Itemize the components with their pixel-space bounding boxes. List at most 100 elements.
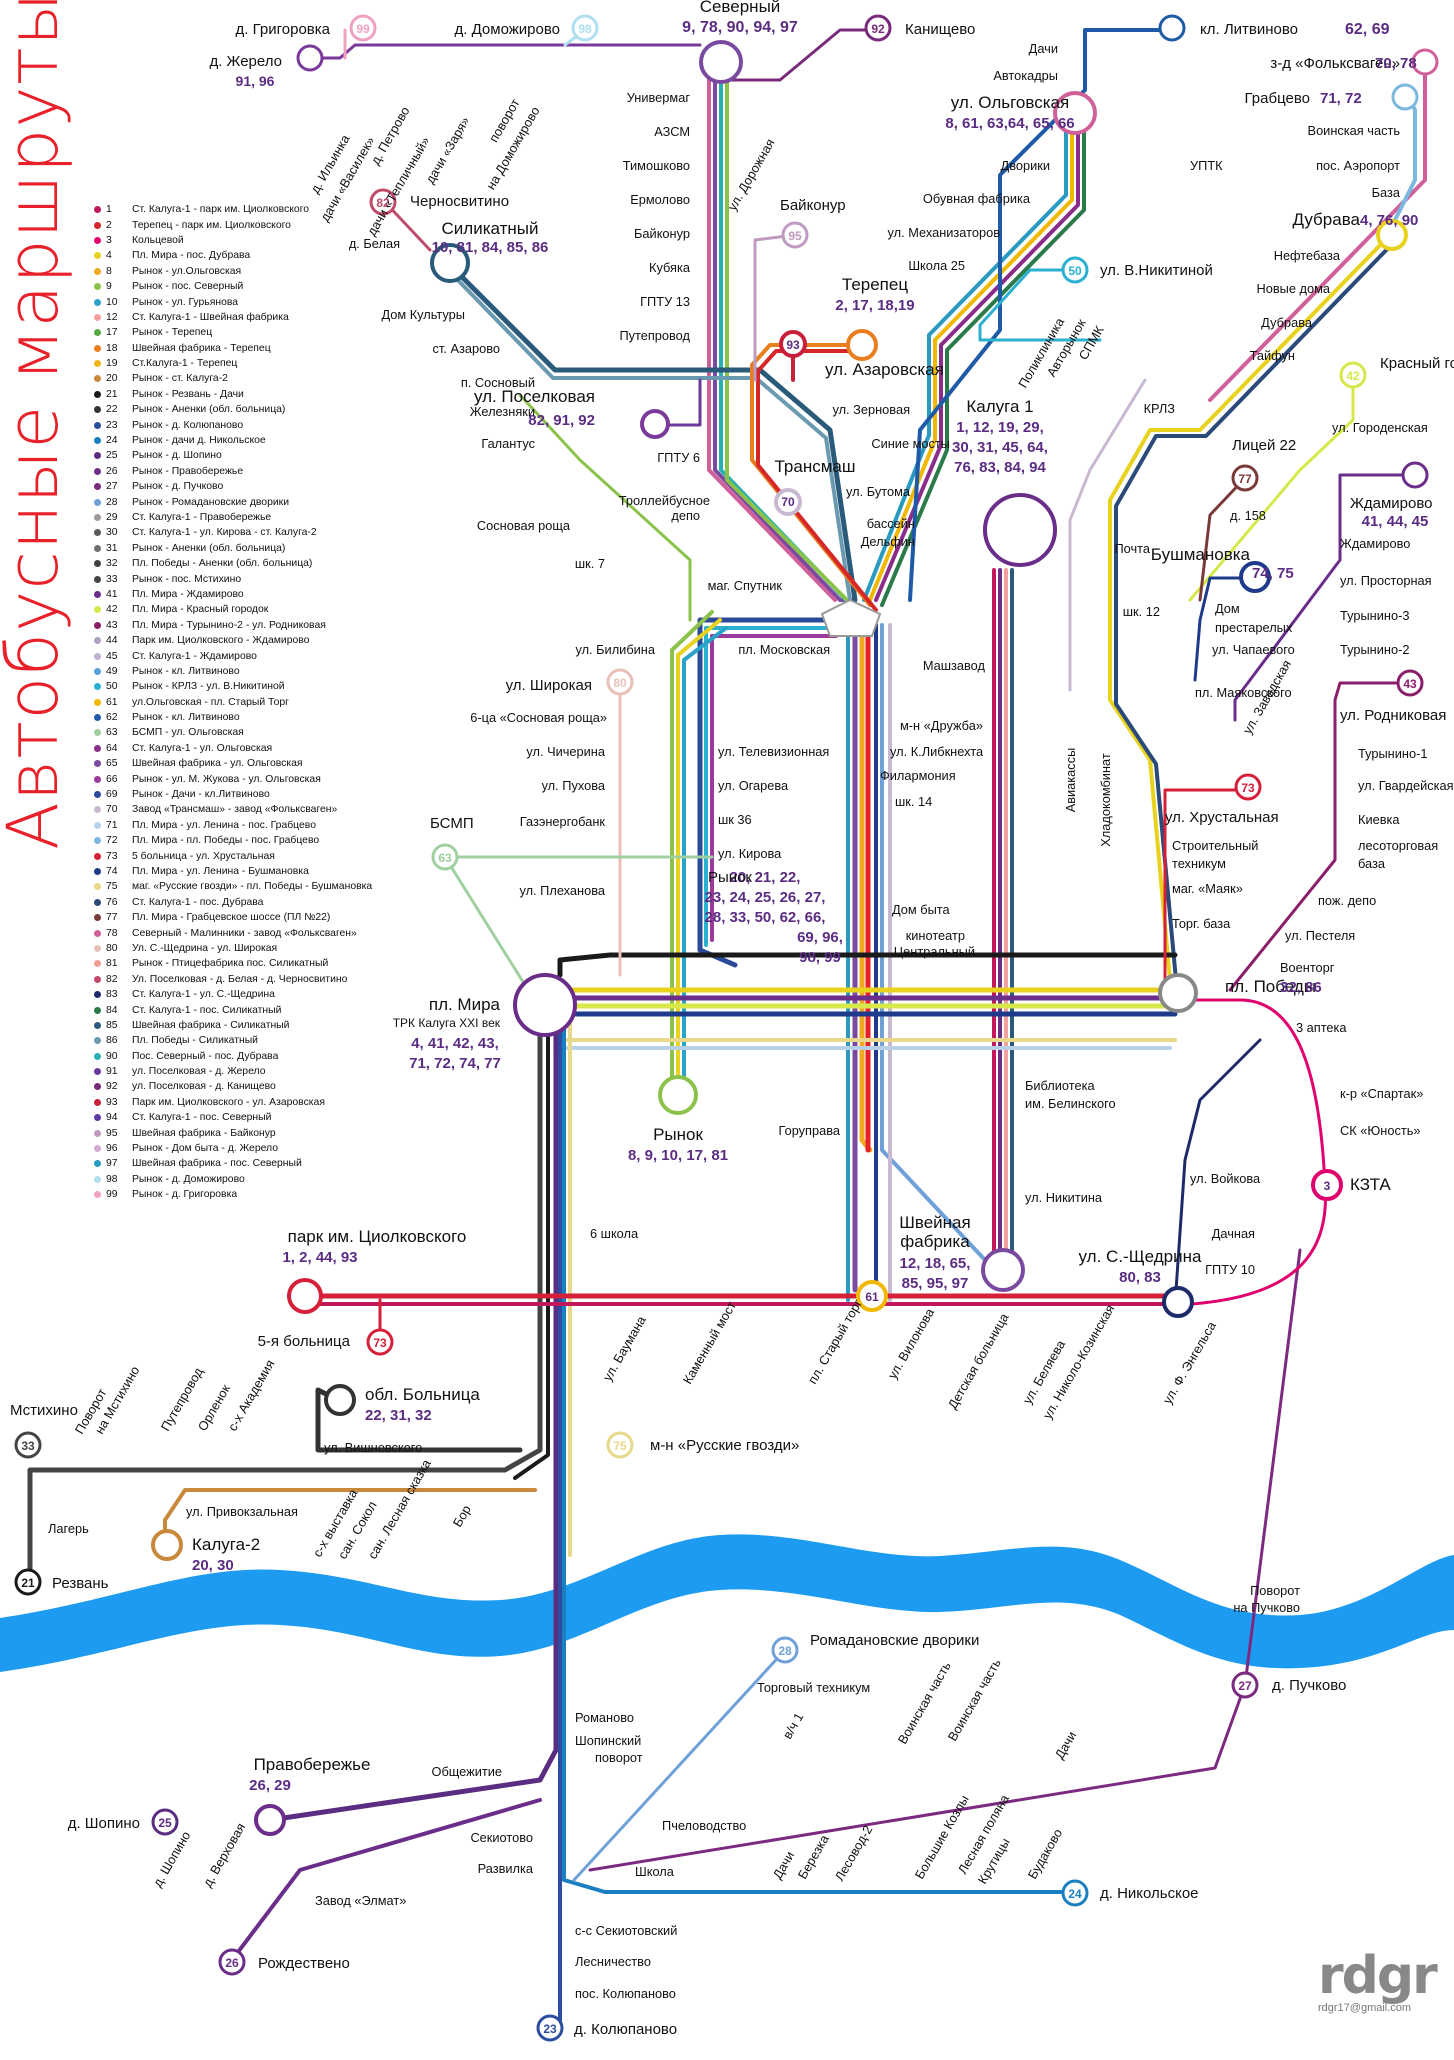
hub-marker-pl_pobedy[interactable] [1158,973,1198,1013]
terminal-marker-mstikhino[interactable] [14,1431,42,1459]
stop-label: КРЛЗ [1144,401,1176,416]
legend-route-description: Швейная фабрика - пос. Северный [132,1158,302,1170]
terminal-marker-krasny-gorodok[interactable] [1339,361,1367,389]
terminal-marker-puchkovo[interactable] [1231,1671,1259,1699]
legend-route-number: 30 [106,527,118,539]
hub-marker-azarovskaya[interactable] [779,330,807,358]
terminal-marker-bsmp[interactable] [431,843,459,871]
hub-marker-olgovskaya[interactable] [1053,91,1097,135]
terminal-marker-domozhirovo[interactable] [571,14,599,42]
legend-route-description: Рынок - д. Григоровка [132,1189,238,1201]
terminal-marker-nikolskoe[interactable] [1061,1879,1089,1907]
terminal-route-number: 23 [543,2022,557,2036]
stop-label: Школа 25 [908,258,965,273]
hub-routes: 70 [781,495,795,509]
hub-marker-rynok_south[interactable] [658,1075,698,1115]
legend-route-number: 95 [106,1127,118,1139]
stop-label: ГПТУ 10 [1205,1262,1255,1277]
stop-label: Тайфун [1250,348,1295,363]
legend-route-description: Ст. Калуга-1 - пос. Силикатный [132,1004,282,1016]
terminal-marker-russkie-gvozdi[interactable] [606,1431,634,1459]
hub-marker-bushmanovka[interactable] [1239,561,1271,593]
hub-marker-terepets[interactable] [846,329,878,361]
hub-marker-dubrava[interactable] [1376,219,1408,251]
terminal-marker-vw[interactable] [1411,48,1439,76]
stop-label: ул. Телевизионная [718,744,829,759]
stop-label: ул. Механизаторов [888,225,1001,240]
stop-label: д. Белая [349,236,400,251]
terminal-marker-5-bolnitsa[interactable] [366,1328,394,1356]
terminal-marker-kanishchevo[interactable] [864,14,892,42]
hub-marker-kaluga2[interactable] [151,1529,183,1561]
stop-label: ул. Огарева [718,778,789,793]
hub-marker-shveinaya[interactable] [981,1248,1025,1292]
stop-label: ул. Вилонова [885,1305,938,1382]
terminal-marker-chernosvitino[interactable] [369,188,397,216]
legend-route-description: Ул. С.-Щедрина - ул. Широкая [132,942,278,954]
legend-swatch [94,437,101,445]
terminal-marker-rozhdestveno[interactable] [218,1948,246,1976]
terminal-marker-grabtsevo[interactable] [1391,83,1419,111]
stop-label: Филармония [880,768,956,783]
terminal-marker-shopino[interactable] [151,1808,179,1836]
hub-marker-pravoberezhye[interactable] [254,1804,286,1836]
terminal-marker-v-nikitinoy[interactable] [1061,256,1089,284]
legend-route-number: 17 [106,327,118,339]
legend-route-number: 84 [106,1004,118,1016]
route-line-rynok-south [676,618,722,1097]
terminal-marker-litsey22[interactable] [1231,464,1259,492]
terminal-marker-romadanovskie[interactable] [771,1636,799,1664]
legend-route-number: 75 [106,881,118,893]
hub-routes: 61 [865,1290,879,1304]
terminal-marker-zhdamirovo[interactable] [1401,461,1429,489]
center-interchange[interactable] [820,598,882,637]
hub-marker-silikatny[interactable] [430,243,470,283]
stop-label: Воинская часть [945,1656,1004,1744]
terminal-marker-zherelo[interactable] [296,44,324,72]
stop-label: Развилка [478,1861,534,1876]
hub-name: Швейная [899,1213,970,1232]
legend-swatch [94,483,101,491]
hub-marker-pl_mira[interactable] [513,973,577,1037]
stop-label: лесоторговая [1358,838,1438,853]
route-line-litvinovo [908,28,1172,602]
stop-label: Дачи [1029,41,1058,56]
route-line-zherelo [308,43,702,60]
route-line-olgovskaya-2 [874,110,1080,602]
hub-marker-transmash[interactable] [774,488,802,516]
river [0,1534,1454,1672]
stop-label: Лесовод-2 [832,1823,876,1884]
hub-marker-park_tsiolk[interactable] [287,1278,323,1314]
hub-marker-stary_torg[interactable] [856,1280,888,1312]
legend-route-number: 33 [106,573,118,585]
terminal-marker-kolyupanovo[interactable] [536,2014,564,2042]
terminal-marker-litvinovo[interactable] [1158,14,1186,42]
stop-label: Авиакассы [1063,748,1078,813]
stop-label: Автокадры [993,68,1058,83]
terminal-marker-khrustalnaya[interactable] [1234,773,1262,801]
hub-marker-s_shchedrina[interactable] [1162,1286,1194,1318]
hub-marker-kaluga1[interactable] [983,493,1057,567]
hub-marker-kzta[interactable] [1311,1169,1343,1201]
legend-swatch [94,452,101,460]
terminal-marker-rodnikovaya[interactable] [1396,669,1424,697]
hub-name: фабрика [900,1232,970,1251]
legend-route-number: 42 [106,604,118,616]
hub-marker-poselkovaya[interactable] [640,409,670,439]
hub-marker-obl_bolnitsa[interactable] [324,1384,356,1416]
hub-marker-severny[interactable] [699,40,743,84]
terminal-marker-shirokaya[interactable] [606,668,634,696]
hub-routes: 8, 61, 63,64, 65, 66 [945,115,1074,132]
terminal-marker-baikonur[interactable] [781,221,809,249]
terminal-marker-rezvan[interactable] [14,1568,42,1596]
hub-routes: 12, 18, 65, [900,1255,971,1272]
stop-label: Железняки [470,404,535,419]
terminal-marker-grigorovka[interactable] [349,14,377,42]
